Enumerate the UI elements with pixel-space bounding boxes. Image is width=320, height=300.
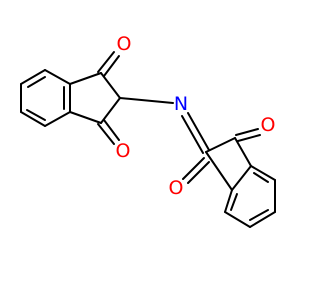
bond [224, 189, 233, 213]
bond-carbonyl [103, 119, 120, 141]
bond [249, 211, 276, 228]
bond [205, 151, 233, 191]
bond [250, 165, 276, 181]
bond [20, 111, 46, 127]
bond [20, 69, 46, 85]
bond [234, 137, 252, 167]
bond-carbonyl [235, 128, 259, 136]
bond-carbonyl [187, 161, 210, 184]
bond-inner [230, 193, 238, 211]
bond-carbonyl [237, 134, 261, 142]
bond [69, 72, 102, 85]
nitrogen-atom: N [174, 93, 188, 115]
oxygen-atom-upper-bottom: O [116, 140, 131, 162]
bond [119, 97, 174, 104]
bond-carbonyl [97, 51, 115, 73]
oxygen-atom-lower-right: O [261, 114, 276, 136]
oxygen-atom-upper-top: O [117, 33, 132, 55]
bond [224, 211, 251, 228]
bond-carbonyl [97, 123, 115, 145]
bond-inner [27, 76, 46, 88]
molecule-diagram: O O N O O [20, 33, 276, 228]
bond-imine [181, 115, 204, 154]
bond-inner [26, 109, 46, 121]
lower-indanedione [181, 112, 276, 228]
bond-inner [249, 209, 269, 221]
bond [205, 137, 236, 153]
bond [100, 72, 121, 99]
bond [44, 69, 71, 85]
bond [44, 111, 71, 127]
bond-carbonyl [182, 157, 205, 180]
bond-imine [187, 112, 210, 151]
oxygen-atom-lower-left: O [169, 177, 184, 199]
structure-canvas: O O N O O [20, 33, 276, 228]
bond [100, 97, 121, 124]
bond-carbonyl [103, 55, 120, 77]
bond-inner [253, 172, 269, 183]
upper-indanedione [20, 51, 174, 145]
bond [69, 111, 102, 124]
bond [231, 165, 252, 191]
